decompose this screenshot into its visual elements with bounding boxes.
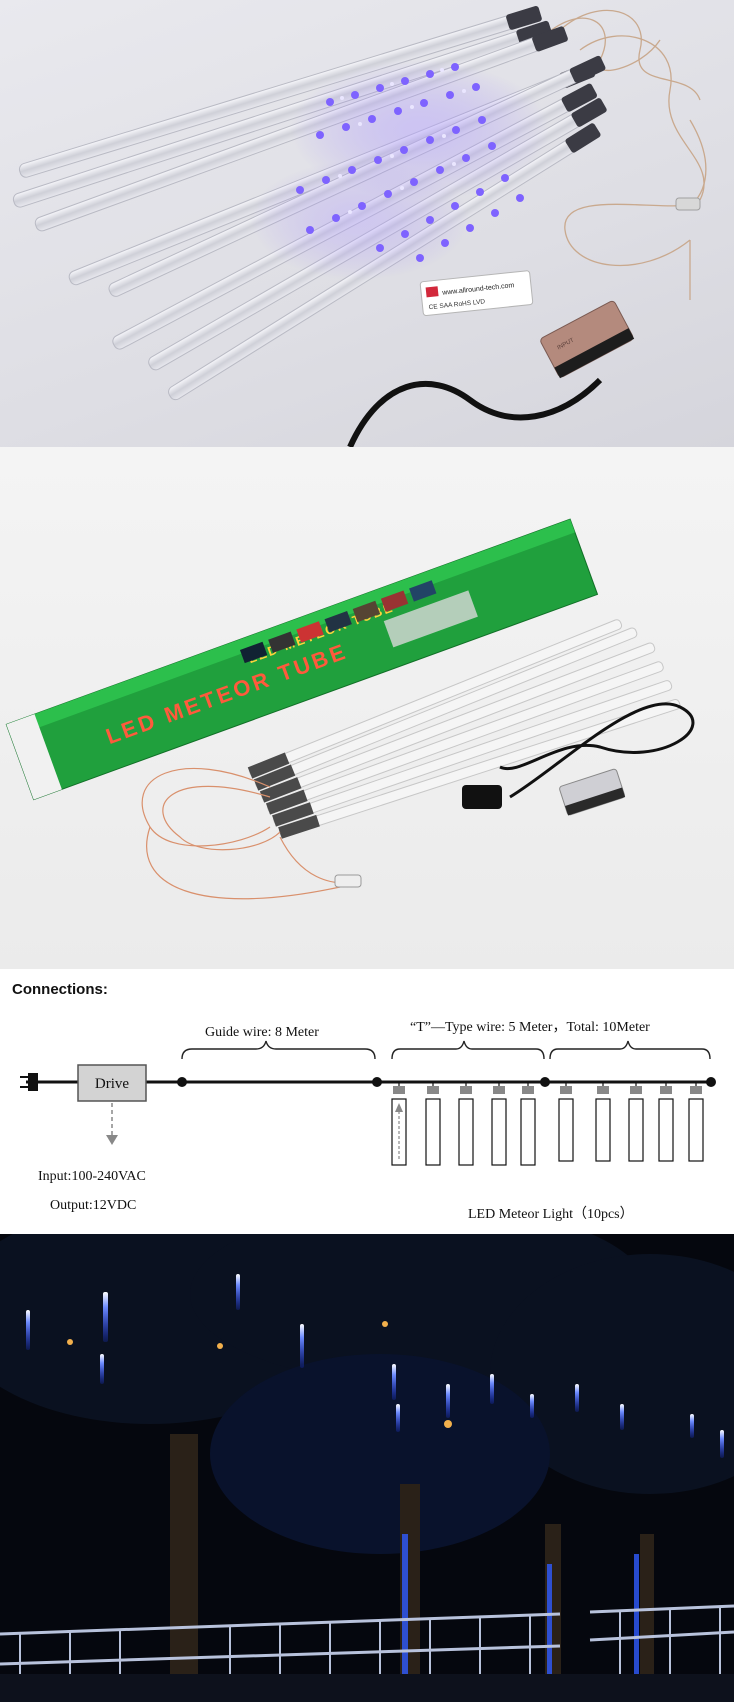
driver-box: [559, 768, 626, 816]
meteor-streaks: [26, 1274, 724, 1458]
junction-nodes: [177, 1077, 716, 1087]
meteor-label: LED Meteor Light（10pcs）: [468, 1206, 634, 1222]
output-label: Output:12VDC: [50, 1198, 136, 1213]
night-trees-image: [0, 1234, 734, 1702]
t-wire-brace-1: [391, 1040, 545, 1060]
input-label: Input:100-240VAC: [38, 1169, 146, 1184]
wiring-schematic: Guide wire: 8 Meter “T”—Type wire: 5 Met…: [20, 1020, 716, 1222]
drive-box: [77, 1064, 147, 1102]
driver-box: INPUT: [540, 300, 635, 379]
trunk-rope-lights: [402, 1534, 639, 1694]
power-cord: [499, 702, 695, 799]
night-scene-photo: [0, 1234, 734, 1702]
guide-wire-brace: [181, 1040, 376, 1060]
package-photo: LED METEOR TUBE LED METEOR TUBE: [0, 447, 734, 969]
meteor-tubes: [391, 1082, 704, 1166]
drive-label: Drive: [95, 1076, 129, 1092]
unlit-tubes: [247, 619, 681, 839]
t-wire-label: “T”—Type wire: 5 Meter，Total: 10Meter: [410, 1020, 650, 1035]
guide-wire-label: Guide wire: 8 Meter: [205, 1025, 319, 1040]
arrow-down-icon: [106, 1135, 118, 1145]
wire-connector: [675, 197, 701, 211]
wire-bundle: [539, 9, 707, 300]
led-glow: [250, 60, 550, 280]
label-card: www.allround-tech.com CE SAA RoHS LVD: [419, 270, 534, 317]
connections-diagram: Connections: Guide wire: 8 Meter “T”—Typ…: [0, 969, 734, 1234]
street-lamps: [67, 1321, 452, 1428]
meteor-tubes-lit-image: www.allround-tech.com CE SAA RoHS LVD IN…: [12, 6, 707, 447]
ground: [0, 1674, 734, 1702]
product-photo: www.allround-tech.com CE SAA RoHS LVD IN…: [0, 0, 734, 447]
railing: [0, 1604, 734, 1666]
wire-connector: [334, 874, 362, 888]
package-image: LED METEOR TUBE LED METEOR TUBE: [5, 518, 695, 900]
power-cord: [347, 377, 603, 447]
power-plug: [462, 785, 502, 809]
connections-heading: Connections:: [12, 981, 108, 998]
tree-canopy: [0, 1234, 734, 1554]
plug-icon: [20, 1073, 38, 1091]
t-wire-brace-2: [549, 1040, 711, 1060]
